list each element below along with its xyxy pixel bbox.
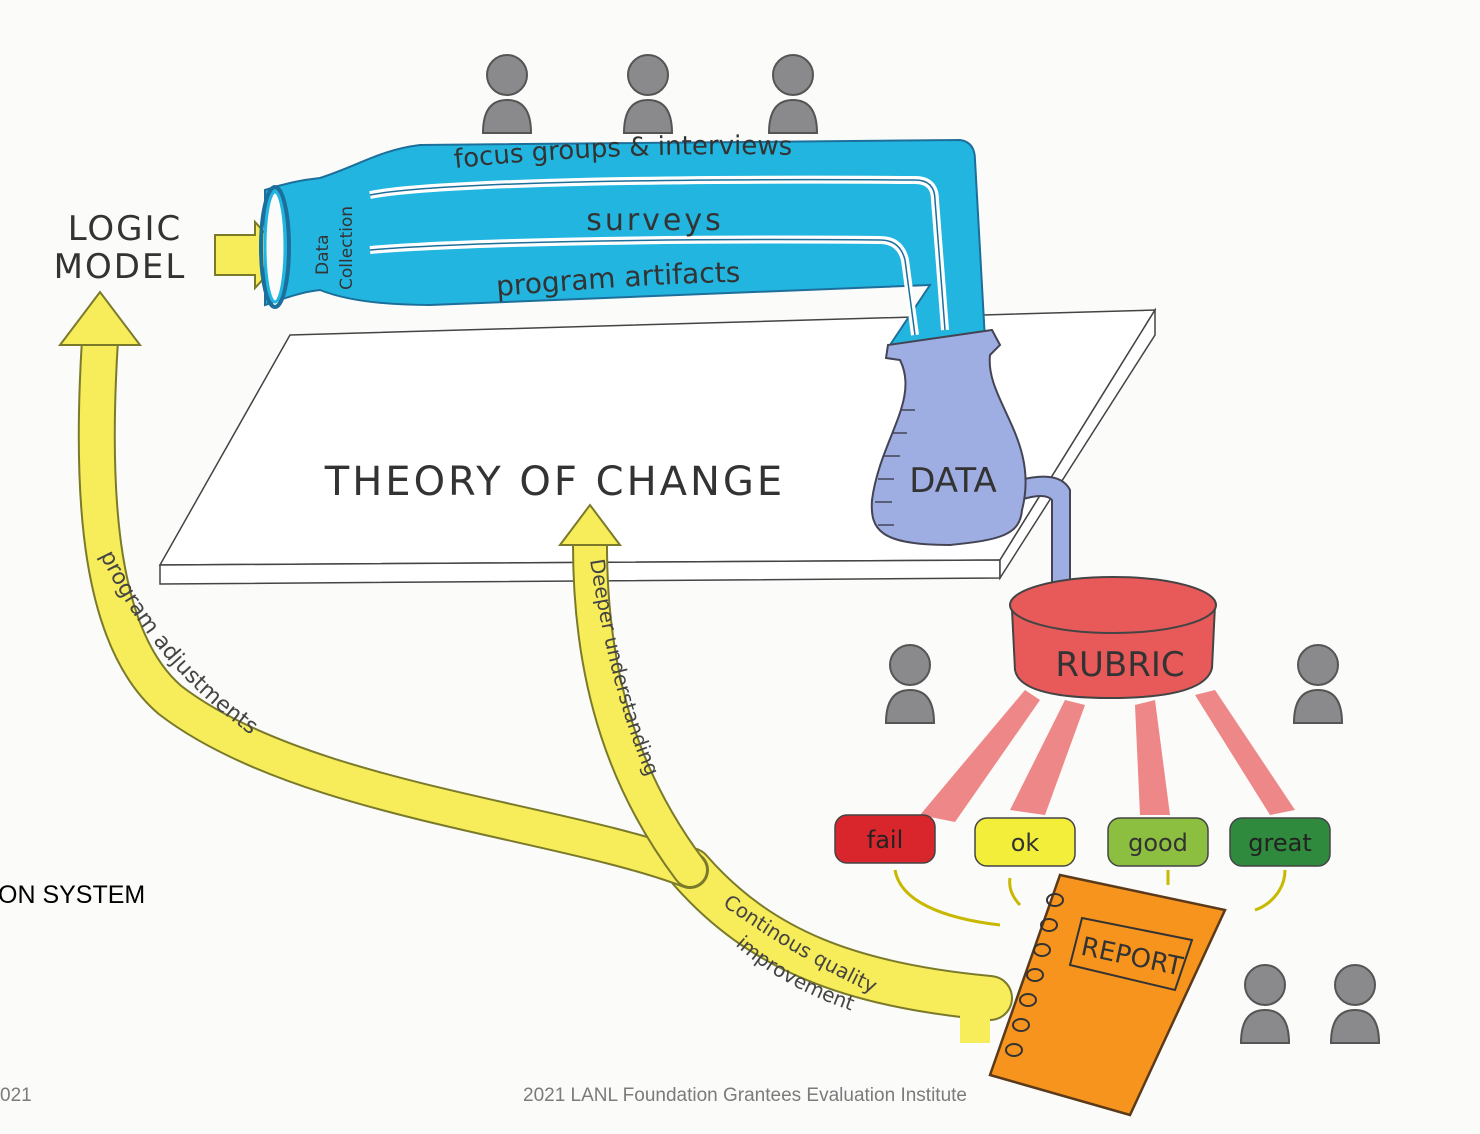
person-right-of-rubric-icon xyxy=(1292,644,1344,724)
deeper-understanding-arrow-body xyxy=(574,529,706,886)
data-collection-pipe xyxy=(259,138,987,347)
logic-model-label-line2: MODEL xyxy=(54,247,187,287)
data-label: DATA xyxy=(909,461,997,501)
rating-badges: fail ok good great xyxy=(834,814,1331,867)
data-collection-label-line2: Collection xyxy=(337,206,357,290)
theory-of-change-label: THEORY OF CHANGE xyxy=(324,459,785,505)
person-bottom-1-icon xyxy=(1239,964,1291,1044)
person-left-of-rubric-icon xyxy=(884,644,936,724)
person-top-1-icon xyxy=(481,54,533,134)
rating-label-fail: fail xyxy=(867,826,904,854)
slide-title-fragment: ON SYSTEM xyxy=(0,881,145,909)
logic-model-label-line1: LOGIC xyxy=(68,209,183,249)
rating-badge-good: good xyxy=(1107,817,1209,867)
surveys-label: surveys xyxy=(586,203,724,238)
footer-year: 021 xyxy=(0,1085,32,1106)
arrowhead-to-theory-of-change-icon xyxy=(558,503,622,546)
report-notebook xyxy=(988,873,1227,1117)
person-bottom-2-icon xyxy=(1329,964,1381,1044)
rating-label-ok: ok xyxy=(1011,829,1040,857)
rubric-label: RUBRIC xyxy=(1055,645,1184,685)
person-top-2-icon xyxy=(622,54,674,134)
person-top-3-icon xyxy=(767,54,819,134)
cqi-arrow-body xyxy=(669,849,1011,1019)
arrowhead-to-logic-model-icon xyxy=(57,290,143,346)
footer-text: 2021 LANL Foundation Grantees Evaluation… xyxy=(523,1085,967,1106)
feedback-arrows xyxy=(57,290,1013,1043)
rubric-pot xyxy=(920,576,1295,822)
rating-label-good: good xyxy=(1128,829,1188,857)
rating-badge-great: great xyxy=(1229,817,1331,867)
data-collection-label-line1: Data xyxy=(313,234,333,275)
rating-label-great: great xyxy=(1248,829,1311,857)
program-adjustments-arrow-body xyxy=(79,323,707,887)
people-group xyxy=(481,54,1381,1044)
rating-to-report-arrows xyxy=(893,869,1287,927)
data-beaker xyxy=(870,328,1071,586)
rating-badge-ok: ok xyxy=(974,817,1076,867)
rating-badge-fail: fail xyxy=(834,814,936,864)
